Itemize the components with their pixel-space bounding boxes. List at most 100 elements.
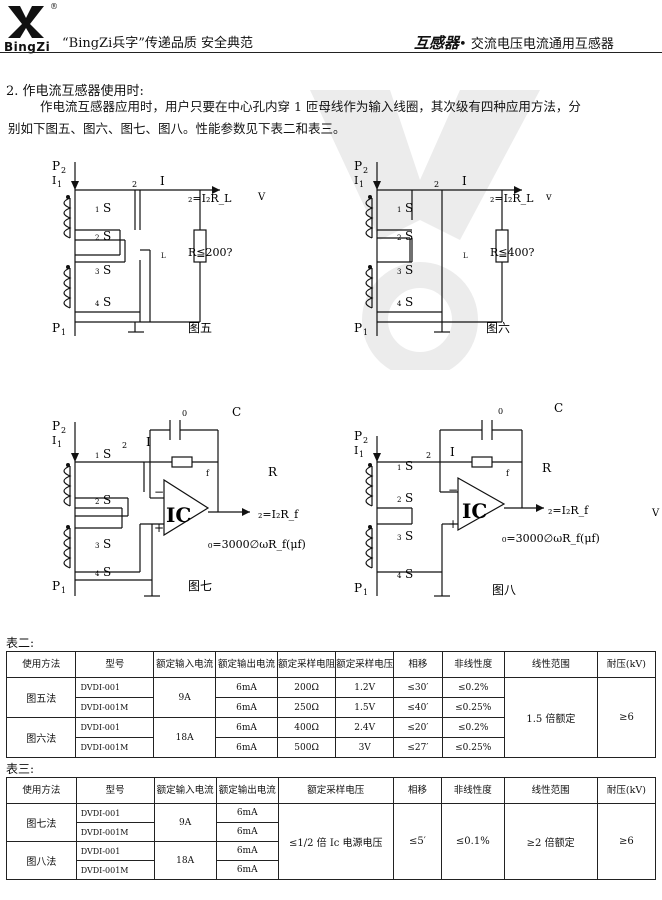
t3-input-b: 18A (153, 841, 217, 880)
paragraph-line-1: 作电流互感器应用时，用户只要在中心孔内穿 1 匝母线作为输入线圈，其次级有四种应… (40, 99, 581, 114)
fig6-s2: S (405, 229, 413, 243)
table-row: 图六法 DVDI-001 18A 6mA 400Ω 2.4V ≤20′ ≤0.2… (5, 717, 656, 758)
fig8-s4-num: 4 (397, 572, 402, 580)
fig6-caption: 图六 (486, 321, 510, 335)
fig7-rf-sub: f (206, 469, 210, 478)
fig5-p2-label: P (52, 159, 60, 173)
t2-input-b: 18A (153, 717, 217, 758)
fig5-s2-num: 2 (95, 234, 99, 242)
fig6-s1: S (405, 201, 413, 215)
fig7-minus: − (154, 485, 164, 499)
fig8-formula: ₀=3000∅ωR_f(μf) (502, 532, 600, 545)
t2-cell: 6mA (215, 677, 279, 698)
t2-cell: 6mA (215, 737, 279, 758)
fig7-current: I (146, 435, 151, 449)
table3: 使用方法 型号 额定输入电流 额定输出电流 额定采样电压 相移 非线性度 线性范… (6, 777, 657, 880)
fig5-s4-num: 4 (95, 300, 100, 308)
fig7-s2: S (103, 493, 111, 507)
t2-linear: 1.5 倍额定 (503, 677, 598, 758)
t2-input-a: 9A (153, 677, 217, 718)
t2-cell: 6mA (215, 697, 279, 718)
fig7-formula: ₀=3000∅ωR_f(μf) (208, 538, 306, 551)
t3-h-input: 额定输入电流 (153, 777, 217, 804)
section-title: 2. 作电流互感器使用时: (6, 84, 144, 99)
fig7-p1-label: P (52, 579, 60, 593)
fig5-s4: S (103, 295, 111, 309)
fig8-c0: 0 (498, 407, 503, 416)
t2-cell: 500Ω (277, 737, 337, 758)
fig6-s4: S (405, 295, 413, 309)
fig5-s3-num: 3 (95, 268, 99, 276)
t3-nonlin: ≤0.1% (441, 803, 505, 880)
fig7-i1-sub: 1 (57, 440, 62, 449)
t3-linear: ≥2 倍额定 (503, 803, 598, 880)
fig6-p1-label: P (354, 321, 362, 335)
t2-cell: ≤20′ (393, 717, 443, 738)
brand-name: BingZi (4, 40, 51, 54)
fig7-p2-sub: 2 (61, 426, 66, 435)
t2-cell: 1.2V (335, 677, 395, 698)
fig6-s1-num: 1 (397, 206, 401, 214)
t2-cell: ≤40′ (393, 697, 443, 718)
table-row: 图八法 DVDI-001 18A 6mA (6, 841, 656, 880)
fig5-s2: S (103, 229, 111, 243)
fig6-i1-label: I (354, 174, 358, 187)
fig7-s3: S (103, 537, 111, 551)
header-slogan: “BingZi兵字”传递品质 安全典范 (62, 36, 254, 51)
fig6-s3: S (405, 263, 413, 277)
header-product: 互感器• 交流电压电流通用互感器 (414, 32, 614, 53)
t2-cell: 200Ω (277, 677, 337, 698)
fig8-rf-sub: f (506, 469, 510, 478)
fig8-s1-num: 1 (397, 464, 401, 472)
registered-mark: ® (50, 2, 58, 11)
t3-method-a: 图七法 (6, 803, 77, 842)
t3-h-withstand: 耐压(kV) (596, 777, 657, 804)
fig7-c: C (232, 405, 241, 419)
fig6-s2-num: 2 (397, 234, 401, 242)
fig5-cond: R≦200? (188, 246, 232, 259)
fig8-s2-num: 2 (397, 496, 401, 504)
fig5-current: I (160, 174, 165, 188)
fig8-i1-label: I (354, 444, 358, 457)
fig8-s4: S (405, 567, 413, 581)
fig7-s1: S (103, 447, 111, 461)
fig6-p2-label: P (354, 159, 362, 173)
t3-withstand: ≥6 (596, 803, 657, 880)
fig7-caption: 图七 (188, 579, 212, 593)
fig8-current: I (450, 445, 455, 459)
fig5-s3: S (103, 263, 111, 277)
fig5-s1-num: 1 (95, 206, 99, 214)
figure-5-diagram: P 2 I 1 P 1 1 S 2 S 3 S 4 S 2 I ₂=I₂R_L … (52, 159, 266, 337)
fig8-p2-label: P (354, 429, 362, 443)
fig8-s2: S (405, 491, 413, 505)
fig8-p1-sub: 1 (363, 588, 368, 597)
fig7-s4: S (103, 565, 111, 579)
t2-cell: 400Ω (277, 717, 337, 738)
t3-cell: 6mA (215, 860, 279, 880)
fig8-i1-sub: 1 (359, 450, 364, 459)
fig7-c0: 0 (182, 409, 187, 418)
fig8-s3: S (405, 529, 413, 543)
fig8-plus: + (448, 517, 458, 531)
figure-6-diagram: P 2 I 1 P 1 1 S 2 S 3 S 4 S 2 I ₂=I₂R_L … (354, 159, 552, 337)
paragraph-line-2: 别如下图五、图六、图七、图八。性能参数见下表二和表三。 (8, 121, 346, 136)
table2: 使用方法 型号 额定输入电流 额定输出电流 额定采样电阻 额定采样电压 相移 非… (5, 651, 657, 758)
fig6-current: I (462, 174, 467, 188)
fig6-s4-num: 4 (397, 300, 402, 308)
t2-method-a: 图五法 (5, 677, 77, 718)
fig6-p2-sub: 2 (363, 166, 368, 175)
product-rest: • 交流电压电流通用互感器 (459, 37, 614, 52)
fig8-s1: S (405, 459, 413, 473)
fig7-plus: + (154, 521, 164, 535)
t2-cell: ≤0.2% (441, 677, 505, 698)
fig6-node2: 2 (434, 180, 439, 189)
t2-cell: ≤27′ (393, 737, 443, 758)
fig6-v: v (545, 192, 552, 203)
t3-h-output: 额定输出电流 (215, 777, 279, 804)
fig8-r: R (542, 461, 552, 475)
fig5-i1-sub: 1 (57, 180, 62, 189)
t3-h-sample-v: 额定采样电压 (277, 777, 394, 804)
fig7-node2: 2 (122, 441, 127, 450)
t2-cell: ≤0.25% (441, 737, 505, 758)
fig8-vout: ₂=I₂R_f (548, 504, 589, 517)
